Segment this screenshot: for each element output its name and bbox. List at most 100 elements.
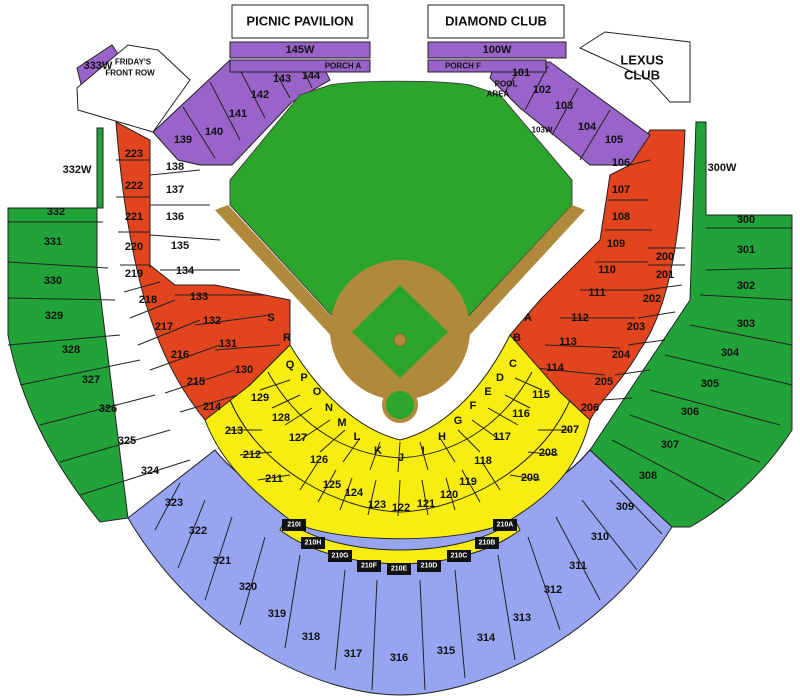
section-106[interactable]: 106 — [612, 157, 630, 169]
section-205[interactable]: 205 — [595, 376, 613, 388]
section-m[interactable]: M — [337, 417, 346, 429]
section-305[interactable]: 305 — [701, 378, 719, 390]
section-102[interactable]: 102 — [533, 84, 551, 96]
section-319[interactable]: 319 — [268, 608, 286, 620]
section-214[interactable]: 214 — [203, 401, 222, 413]
section-218[interactable]: 218 — [139, 294, 157, 306]
section-327[interactable]: 327 — [82, 374, 100, 386]
section-216[interactable]: 216 — [171, 349, 189, 361]
section-131[interactable]: 131 — [219, 338, 237, 350]
section-207[interactable]: 207 — [561, 424, 579, 436]
section-317[interactable]: 317 — [344, 648, 362, 660]
section-129[interactable]: 129 — [251, 392, 269, 404]
section-115[interactable]: 115 — [532, 389, 550, 401]
section-314[interactable]: 314 — [477, 632, 496, 644]
section-123[interactable]: 123 — [368, 499, 386, 511]
section-110[interactable]: 110 — [598, 264, 616, 276]
suite-210g-box[interactable] — [328, 550, 352, 562]
section-127[interactable]: 127 — [289, 432, 307, 444]
section-301[interactable]: 301 — [737, 244, 755, 256]
section-144[interactable]: 144 — [302, 70, 321, 82]
section-p[interactable]: P — [300, 372, 307, 384]
section-r[interactable]: R — [283, 332, 291, 344]
section-124[interactable]: 124 — [345, 487, 364, 499]
section-308[interactable]: 308 — [639, 470, 657, 482]
section-113[interactable]: 113 — [559, 336, 577, 348]
section-208[interactable]: 208 — [539, 447, 557, 459]
section-209[interactable]: 209 — [521, 472, 539, 484]
section-e[interactable]: E — [484, 386, 491, 398]
section-304[interactable]: 304 — [721, 347, 740, 359]
section-320[interactable]: 320 — [239, 581, 257, 593]
section-201[interactable]: 201 — [656, 269, 674, 281]
section-120[interactable]: 120 — [440, 489, 458, 501]
section-135[interactable]: 135 — [171, 240, 189, 252]
section-313[interactable]: 313 — [513, 612, 531, 624]
suite-210i-box[interactable] — [282, 519, 306, 531]
suite-210h[interactable]: 210H — [305, 540, 322, 547]
section-322[interactable]: 322 — [189, 525, 207, 537]
suite-210a[interactable]: 210A — [497, 522, 514, 529]
fridays-front-row-box[interactable] — [76, 44, 191, 133]
section-g[interactable]: G — [454, 415, 463, 427]
section-134[interactable]: 134 — [176, 265, 195, 277]
suite-210f[interactable]: 210F — [361, 563, 378, 570]
section-k[interactable]: K — [374, 445, 382, 457]
section-328[interactable]: 328 — [62, 344, 80, 356]
section-321[interactable]: 321 — [213, 555, 231, 567]
section-f[interactable]: F — [470, 400, 477, 412]
section-126[interactable]: 126 — [310, 454, 328, 466]
suite-210b[interactable]: 210B — [479, 540, 496, 547]
section-219[interactable]: 219 — [125, 268, 143, 280]
section-103[interactable]: 103 — [555, 100, 573, 112]
section-h[interactable]: H — [438, 431, 446, 443]
section-204[interactable]: 204 — [612, 349, 631, 361]
section-105[interactable]: 105 — [605, 134, 623, 146]
section-316[interactable]: 316 — [390, 652, 408, 664]
section-329[interactable]: 329 — [45, 310, 63, 322]
section-117[interactable]: 117 — [493, 431, 511, 443]
lexus-club-box[interactable] — [578, 31, 691, 103]
section-206[interactable]: 206 — [581, 402, 599, 414]
section-107[interactable]: 107 — [612, 184, 630, 196]
picnic-pavilion-box[interactable] — [231, 4, 369, 39]
section-o[interactable]: O — [313, 386, 322, 398]
section-315[interactable]: 315 — [437, 645, 455, 657]
section-212[interactable]: 212 — [243, 449, 261, 461]
section-d[interactable]: D — [496, 372, 504, 384]
section-223[interactable]: 223 — [125, 148, 143, 160]
diamond-club-box[interactable] — [427, 4, 565, 39]
section-318[interactable]: 318 — [302, 631, 320, 643]
section-331[interactable]: 331 — [44, 236, 62, 248]
suite-210e[interactable]: 210E — [391, 566, 408, 573]
section-303[interactable]: 303 — [737, 318, 755, 330]
suite-210g[interactable]: 210G — [331, 553, 349, 560]
section-222[interactable]: 222 — [125, 180, 143, 192]
section-312[interactable]: 312 — [544, 584, 562, 596]
section-125[interactable]: 125 — [323, 479, 341, 491]
suite-210b-box[interactable] — [475, 537, 499, 549]
section-324[interactable]: 324 — [141, 465, 160, 477]
section-133[interactable]: 133 — [190, 291, 208, 303]
section-119[interactable]: 119 — [459, 476, 477, 488]
suite-210c[interactable]: 210C — [451, 553, 468, 560]
section-128[interactable]: 128 — [272, 412, 290, 424]
section-s[interactable]: S — [267, 312, 274, 324]
section-114[interactable]: 114 — [546, 362, 565, 374]
section-300[interactable]: 300 — [737, 214, 755, 226]
section-121[interactable]: 121 — [417, 498, 435, 510]
section-221[interactable]: 221 — [125, 211, 143, 223]
section-118[interactable]: 118 — [474, 455, 492, 467]
section-332[interactable]: 332 — [47, 206, 65, 218]
section-l[interactable]: L — [354, 431, 361, 443]
section-112[interactable]: 112 — [571, 312, 589, 324]
suite-210c-box[interactable] — [447, 550, 471, 562]
section-132[interactable]: 132 — [203, 315, 221, 327]
section-200[interactable]: 200 — [656, 251, 674, 263]
section-217[interactable]: 217 — [155, 321, 173, 333]
section-143[interactable]: 143 — [273, 73, 291, 85]
section-i[interactable]: I — [421, 445, 424, 457]
section-108[interactable]: 108 — [612, 211, 630, 223]
section-323[interactable]: 323 — [165, 497, 183, 509]
section-306[interactable]: 306 — [681, 406, 699, 418]
